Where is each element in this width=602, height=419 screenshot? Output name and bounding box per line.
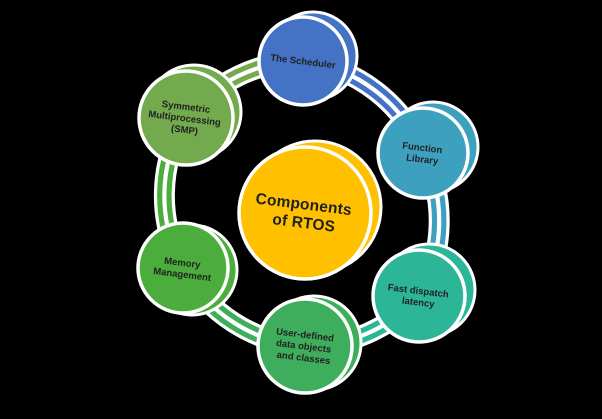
node-components-of-rtos: Components of RTOS (237, 139, 383, 281)
node-label: Symmetric Multiprocessing (SMP) (146, 98, 225, 141)
node-circle (256, 297, 354, 395)
node-user-defined-data-objects: User-defined data objects and classes (256, 294, 363, 395)
node-the-scheduler: The Scheduler (257, 10, 359, 107)
node-circle (136, 221, 230, 315)
node-circle (376, 106, 470, 200)
node-circle (371, 248, 467, 344)
node-symmetric-multiprocessing: Symmetric Multiprocessing (SMP) (137, 63, 243, 167)
node-circle (237, 145, 373, 281)
node-label: Function Library (400, 140, 445, 168)
node-label: Fast dispatch latency (386, 282, 452, 312)
node-memory-management: Memory Management (136, 221, 239, 317)
node-function-library: Function Library (376, 100, 480, 200)
node-circle (257, 15, 349, 107)
node-fast-dispatch-latency: Fast dispatch latency (371, 242, 477, 344)
node-circle (137, 69, 235, 167)
